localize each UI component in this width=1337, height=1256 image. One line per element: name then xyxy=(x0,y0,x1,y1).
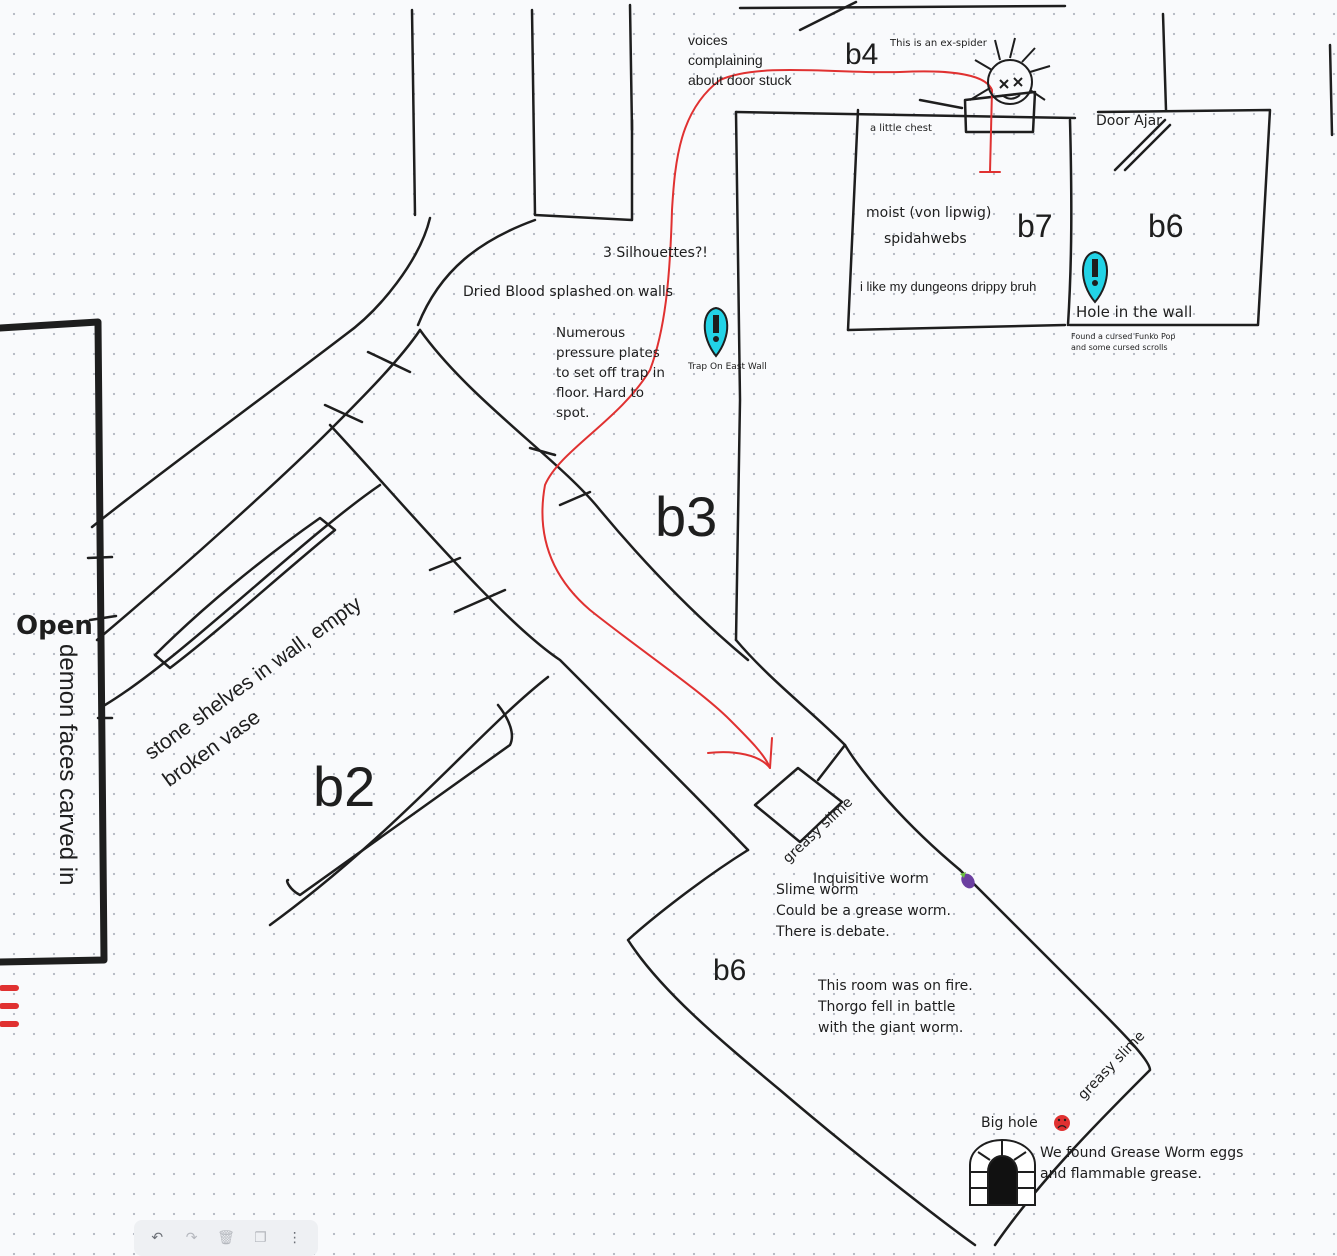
wall-top-fragment xyxy=(738,4,1067,10)
note-grease-worm-1: Could be a grease worm. xyxy=(776,903,951,919)
wall-b6-lower-right xyxy=(958,868,1152,1247)
wall-b3-lower xyxy=(734,638,962,872)
note-little-chest: a little chest xyxy=(870,123,932,134)
wall-top-slash xyxy=(798,0,858,32)
wall-far-right xyxy=(1328,43,1334,137)
note-voices-3: about door stuck xyxy=(688,72,792,88)
wall-left-room xyxy=(0,318,108,966)
wall-b6-lower-left xyxy=(626,848,977,1247)
tick xyxy=(558,490,592,507)
wall-diag-mid xyxy=(95,328,422,642)
room-label-b3: b3 xyxy=(655,485,718,548)
wall-b2-upper xyxy=(103,483,382,707)
room-label-b7: b7 xyxy=(1017,208,1053,244)
duplicate-icon[interactable]: ❐ xyxy=(254,1230,267,1246)
selection-toolbar: ↶ ↷ 🗑 ❐ ⋮ xyxy=(134,1220,318,1256)
spider-doodle-icon xyxy=(969,37,1051,105)
room-label-b6-top: b6 xyxy=(1148,208,1184,244)
room-label-b6-bottom: b6 xyxy=(713,954,747,987)
red-e-mark xyxy=(0,985,19,1027)
doorway-greasy-slime xyxy=(753,766,844,844)
note-grease-worm-eggs: We found Grease Worm eggs xyxy=(1040,1145,1244,1161)
tick xyxy=(428,556,462,572)
note-voices-1: voices xyxy=(688,32,728,48)
wall-b3-left xyxy=(418,328,750,662)
undo-icon[interactable]: ↶ xyxy=(151,1230,164,1246)
note-big-hole: Big hole xyxy=(981,1115,1038,1131)
wall-b2-bottom xyxy=(268,675,550,927)
wall-upper-left xyxy=(410,8,417,217)
tick xyxy=(88,614,118,622)
chest-box xyxy=(963,90,1037,134)
note-inquisitive-worm: Inquisitive worm xyxy=(813,871,929,887)
room-label-b2: b2 xyxy=(313,755,376,818)
wall-door-ajar-2 xyxy=(1123,123,1172,172)
wall-b6-top-box xyxy=(1068,108,1272,327)
wall-top-left xyxy=(628,3,634,132)
wall-b7-bottom xyxy=(846,323,1067,332)
wall-b3-right xyxy=(734,110,742,642)
note-funko-1: Found a cursed Funko Pop xyxy=(1071,332,1176,341)
note-open: Open xyxy=(16,611,93,641)
note-ex-spider: This is an ex-spider xyxy=(890,38,987,49)
stone-archway-icon xyxy=(969,1138,1036,1206)
wall-b3-top xyxy=(416,218,537,327)
note-pressure-plates: Numerous pressure plates to set off trap… xyxy=(556,325,665,421)
redo-icon[interactable]: ↷ xyxy=(185,1230,198,1246)
wall-diag-upper xyxy=(90,216,432,529)
note-demon-faces: demon faces carved in xyxy=(54,644,81,886)
note-moist: moist (von lipwig) xyxy=(866,205,992,221)
note-hole-in-wall: Hole in the wall xyxy=(1076,303,1193,321)
map-pin-exclamation-icon[interactable] xyxy=(1082,250,1108,304)
trash-icon[interactable]: 🗑 xyxy=(217,1230,235,1246)
red-route-path xyxy=(541,68,993,769)
frown-emoji-icon xyxy=(1054,1115,1070,1131)
note-trap-east-wall: Trap On East Wall xyxy=(688,362,767,372)
note-silhouettes: 3 Silhouettes?! xyxy=(603,245,708,261)
note-slime-worm: Slime worm xyxy=(776,882,859,898)
stone-shelf xyxy=(153,516,337,670)
tick xyxy=(528,446,557,457)
map-pin-exclamation-icon[interactable] xyxy=(703,306,729,358)
wall-door-ajar xyxy=(1113,118,1167,172)
tick xyxy=(453,588,507,614)
wall-right-edge xyxy=(1161,12,1168,112)
note-drippy: i like my dungeons drippy bruh xyxy=(860,279,1037,294)
note-spidahwebs: spidahwebs xyxy=(884,231,967,247)
red-arrow-head xyxy=(707,737,773,769)
note-funko-2: and some cursed scrolls xyxy=(1071,343,1168,352)
room-label-b4: b4 xyxy=(845,38,879,71)
tick xyxy=(323,403,364,424)
shelf-b2-right xyxy=(285,703,514,897)
doorway-line xyxy=(816,743,847,782)
tick xyxy=(366,350,412,374)
chest-line xyxy=(918,98,964,110)
note-voices-2: complaining xyxy=(688,52,763,68)
wall-b7-top xyxy=(734,110,1077,120)
note-dried-blood: Dried Blood splashed on walls xyxy=(463,284,674,300)
wall-corridor-top xyxy=(530,8,634,222)
note-flammable-grease: and flammable grease. xyxy=(1040,1166,1202,1182)
note-room-on-fire: This room was on fire. Thorgo fell in ba… xyxy=(818,978,973,1036)
tick xyxy=(86,555,114,560)
more-options-icon[interactable]: ⋮ xyxy=(287,1230,302,1246)
eggplant-emoji-icon xyxy=(960,872,975,889)
wall-b7-left xyxy=(846,108,860,332)
note-door-ajar: Door Ajar xyxy=(1096,113,1162,129)
wall-b7-right xyxy=(1066,118,1073,327)
wall-b2-right xyxy=(328,423,750,852)
note-grease-worm-2: There is debate. xyxy=(776,924,890,940)
